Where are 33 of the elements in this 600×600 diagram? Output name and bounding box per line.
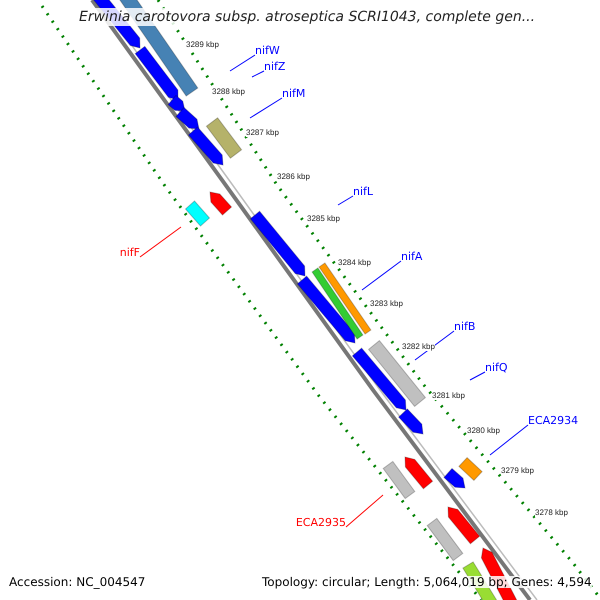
gene-label: ECA2935 <box>296 517 346 528</box>
scale-label: 3279 kbp <box>501 467 534 475</box>
leader-line <box>470 372 486 380</box>
scale-label: 3287 kbp <box>246 129 279 137</box>
scale-label: 3282 kbp <box>402 343 435 351</box>
scale-label: 3288 kbp <box>212 88 245 96</box>
leader-line <box>252 70 264 78</box>
leader-line <box>490 424 528 456</box>
gene-label: nifM <box>282 88 306 99</box>
gene-label: nifF <box>120 247 140 258</box>
scale-label: 3285 kbp <box>307 215 340 223</box>
scale-label: 3278 kbp <box>535 509 568 517</box>
gene-label: nifZ <box>264 61 286 72</box>
gene-label: nifQ <box>485 362 508 373</box>
leader-line <box>250 98 282 118</box>
scale-label: 3283 kbp <box>370 300 403 308</box>
leader-line <box>338 196 354 206</box>
gene-label: ECA2934 <box>528 415 578 426</box>
scale-label: 3286 kbp <box>277 173 310 181</box>
scale-label: 3281 kbp <box>432 392 465 400</box>
accession-text: Accession: NC_004547 <box>9 576 146 588</box>
leader-line <box>140 226 182 258</box>
scale-label: 3289 kbp <box>186 41 219 49</box>
leader-line <box>362 260 402 290</box>
gene-label: nifB <box>454 321 476 332</box>
genome-info-text: Topology: circular; Length: 5,064,019 bp; Genes: 4,594 <box>262 576 592 588</box>
gene-label: nifA <box>401 251 422 262</box>
leader-line <box>346 494 384 528</box>
gene-label: nifW <box>255 45 280 56</box>
leader-line <box>230 54 256 72</box>
scale-label: 3284 kbp <box>338 259 371 267</box>
gene-label: nifL <box>353 186 374 197</box>
scale-label: 3280 kbp <box>467 427 500 435</box>
